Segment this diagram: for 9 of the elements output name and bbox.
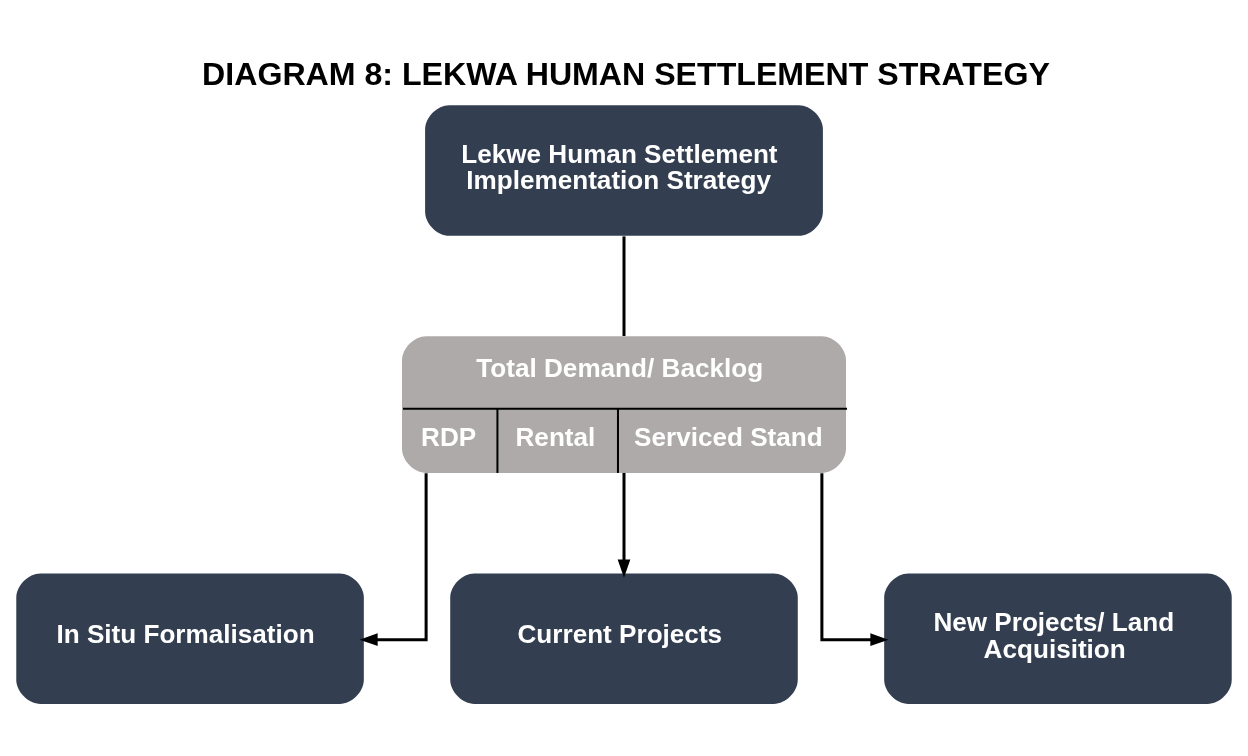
arrow: [359, 472, 428, 646]
node-box: Current Projects: [450, 572, 798, 704]
node-box: New Projects/ Land Acquisition: [884, 572, 1232, 704]
connector: [622, 235, 626, 336]
arrow: [617, 472, 631, 578]
node-box: In Situ Formalisation: [16, 572, 364, 704]
diagram-title: DIAGRAM 8: LEKWA HUMAN SETTLEMENT STRATEGY: [202, 55, 1050, 92]
node-box: Lekwe Human Settlement Implementation Strategy: [425, 104, 823, 236]
arrow: [820, 472, 889, 646]
